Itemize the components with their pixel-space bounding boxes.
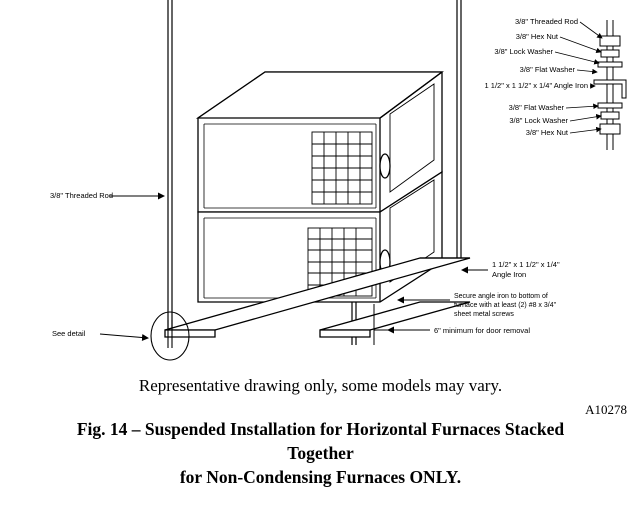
- door-clearance-label: 6" minimum for door removal: [434, 326, 530, 335]
- figure-caption-line3: for Non-Condensing Furnaces ONLY.: [179, 467, 462, 487]
- angle-iron-label: 1 1/2" x 1 1/2" x 1/4": [492, 260, 560, 269]
- figure-caption-line2: Together: [287, 443, 354, 463]
- secure-note-line1: Secure angle iron to bottom of: [454, 293, 548, 300]
- see-detail-label: See detail: [52, 329, 86, 338]
- figure-id: A10278: [585, 402, 627, 417]
- hardware-leaders: [554, 21, 603, 134]
- representative-note: Representative drawing only, some models…: [138, 376, 503, 395]
- figure-caption-line1: Fig. 14 – Suspended Installation for Hor…: [76, 419, 565, 439]
- leader-arrows: [99, 192, 488, 341]
- hardware-labels: 3/8" Threaded Rod 3/8" Hex Nut 3/8" Lock…: [485, 17, 588, 137]
- detail-label-flat-washer-bottom: 3/8" Flat Washer: [509, 103, 565, 112]
- detail-label-angle-iron: 1 1/2" x 1 1/2" x 1/4" Angle Iron: [485, 81, 588, 90]
- detail-label-lock-washer-top: 3/8" Lock Washer: [494, 47, 553, 56]
- detail-label-flat-washer-top: 3/8" Flat Washer: [520, 65, 576, 74]
- detail-label-lock-washer-bottom: 3/8" Lock Washer: [509, 116, 568, 125]
- detail-circle: [150, 311, 190, 361]
- upper-louvers: [311, 131, 373, 205]
- detail-label-threaded-rod: 3/8" Threaded Rod: [515, 17, 578, 26]
- secure-note-line2: furnace with at least (2) #8 x 3/4": [454, 302, 557, 309]
- detail-label-hex-nut-top: 3/8" Hex Nut: [516, 32, 559, 41]
- angle-iron-label-2: Angle Iron: [492, 270, 526, 279]
- left-threaded-rods: [167, 0, 173, 330]
- secure-note-line3: sheet metal screws: [454, 311, 514, 318]
- threaded-rod-label: 3/8" Threaded Rod: [50, 191, 113, 200]
- hardware-detail: [593, 20, 627, 150]
- detail-label-hex-nut-bottom: 3/8" Hex Nut: [526, 128, 569, 137]
- angle-iron-rails: [164, 257, 471, 338]
